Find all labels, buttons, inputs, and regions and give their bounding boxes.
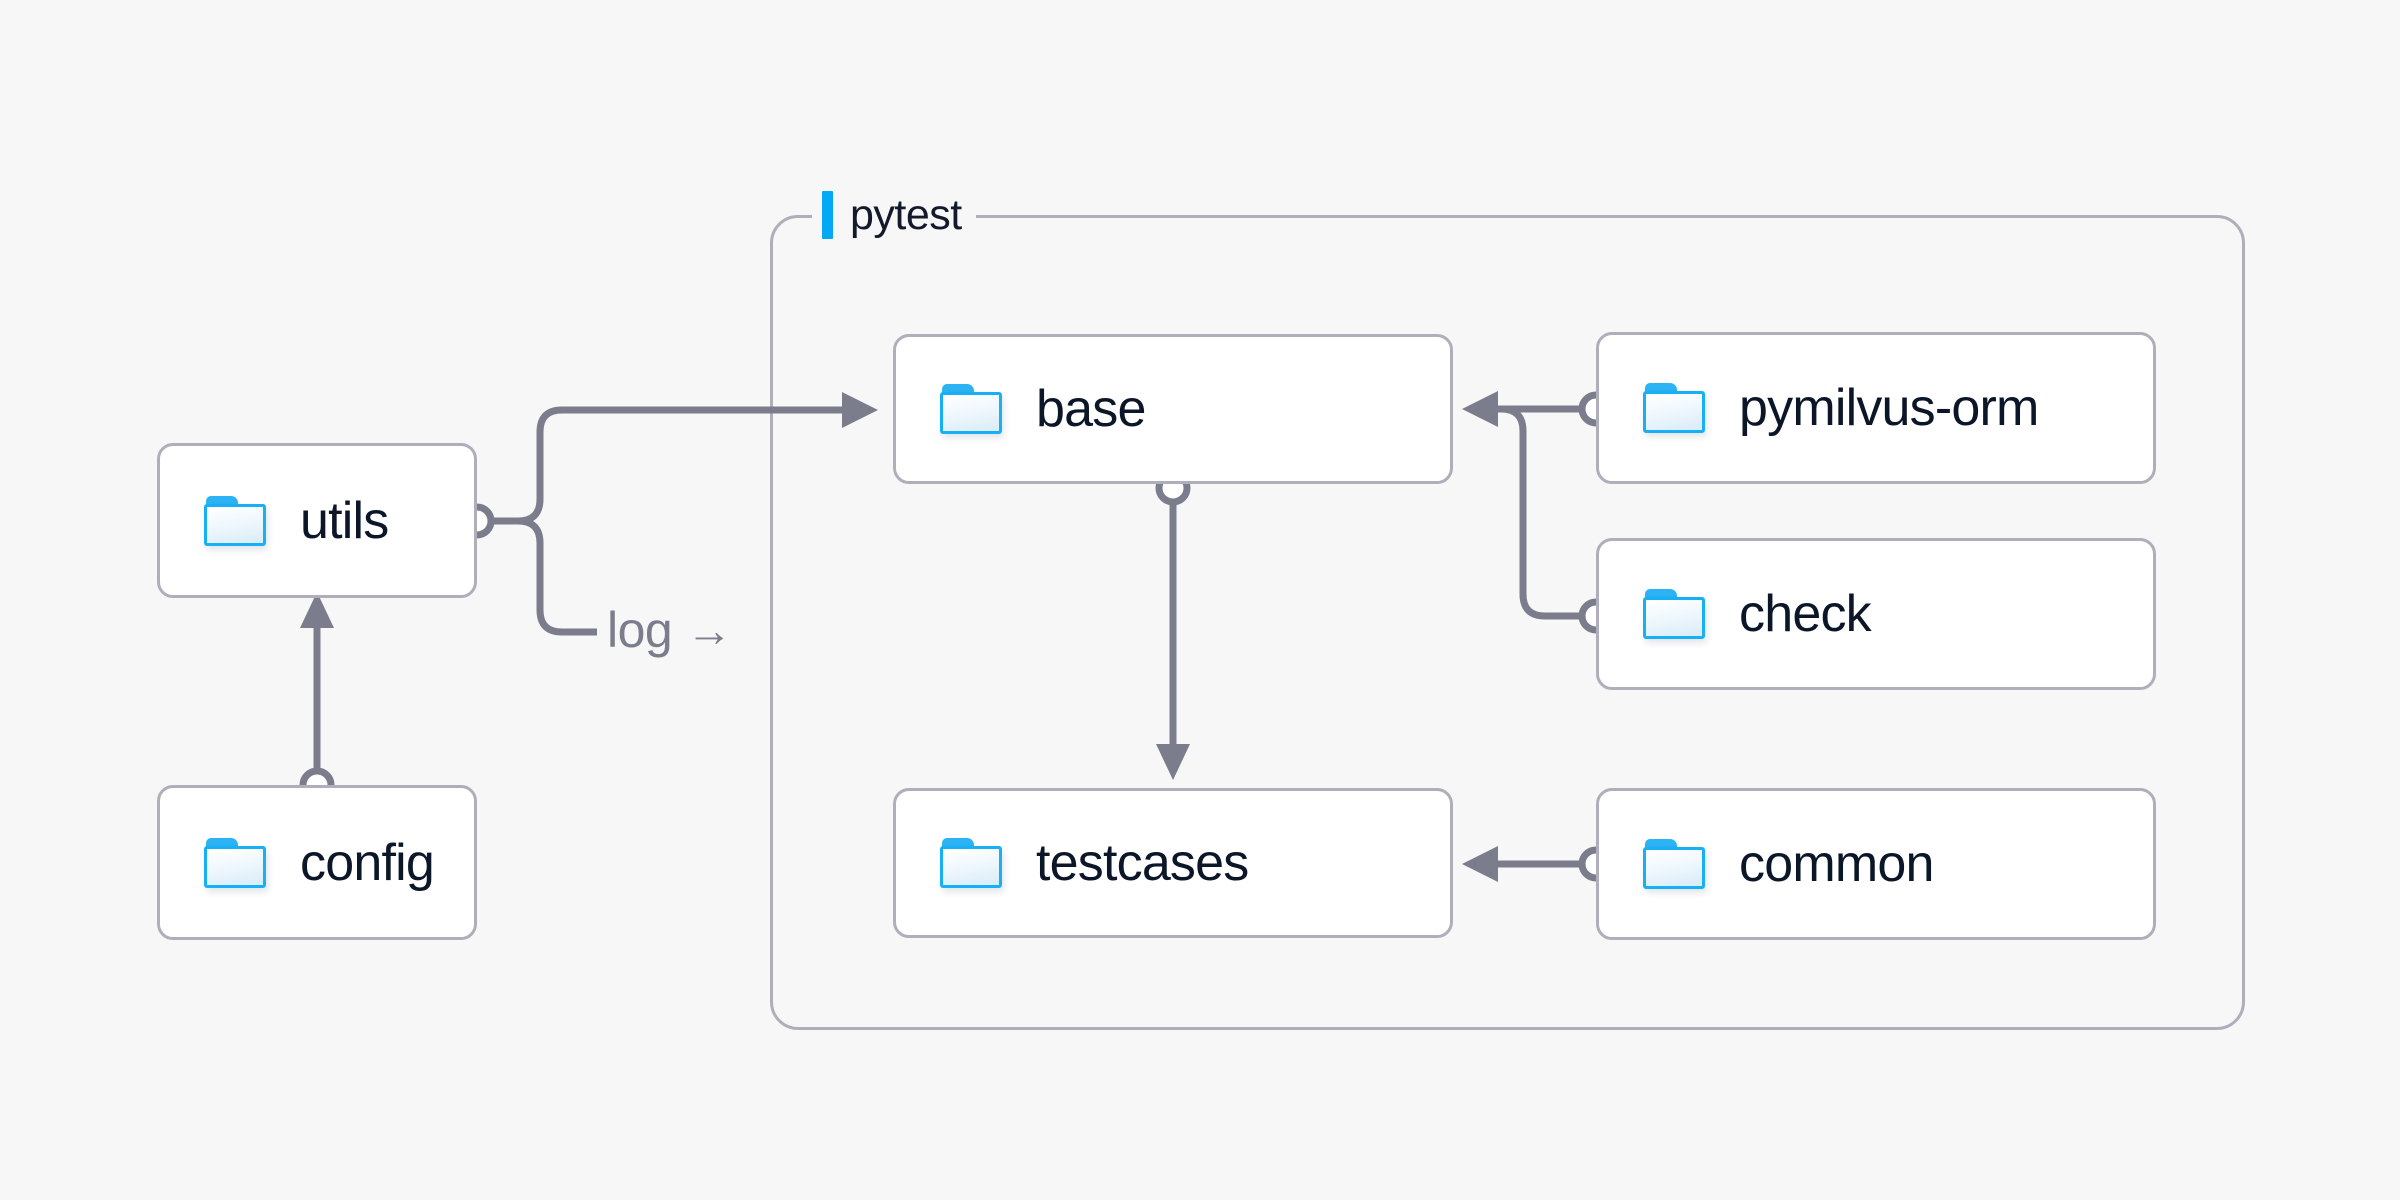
- folder-icon: [204, 495, 266, 546]
- folder-icon: [1643, 383, 1705, 433]
- edge-label-log[interactable]: log →: [597, 605, 742, 655]
- folder-icon: [1643, 589, 1705, 639]
- node-check[interactable]: check: [1596, 538, 2156, 690]
- edge-config-to-utils: [299, 592, 335, 803]
- node-utils[interactable]: utils: [157, 443, 477, 598]
- folder-icon: [940, 838, 1002, 888]
- node-testcases[interactable]: testcases: [893, 788, 1453, 938]
- node-label: testcases: [1036, 834, 1249, 892]
- edge-utils-to-log: [487, 517, 604, 636]
- edge-label-log-text: log: [607, 602, 673, 658]
- group-accent-bar: [822, 191, 833, 239]
- folder-icon: [940, 384, 1002, 434]
- node-config[interactable]: config: [157, 785, 477, 940]
- node-label: utils: [300, 491, 389, 550]
- node-label: common: [1739, 835, 1934, 893]
- node-label: base: [1036, 380, 1146, 438]
- group-label-text: pytest: [850, 190, 962, 239]
- group-container-pytest[interactable]: [770, 215, 2245, 1030]
- node-base[interactable]: base: [893, 334, 1453, 484]
- group-label-pytest[interactable]: pytest: [812, 187, 976, 243]
- node-label: pymilvus-orm: [1739, 379, 2039, 437]
- node-common[interactable]: common: [1596, 788, 2156, 940]
- node-label: config: [300, 833, 435, 892]
- node-pymilvus-orm[interactable]: pymilvus-orm: [1596, 332, 2156, 484]
- node-label: check: [1739, 585, 1872, 643]
- folder-icon: [1643, 839, 1705, 889]
- arrow-right-icon: →: [686, 604, 732, 656]
- folder-icon: [204, 837, 266, 888]
